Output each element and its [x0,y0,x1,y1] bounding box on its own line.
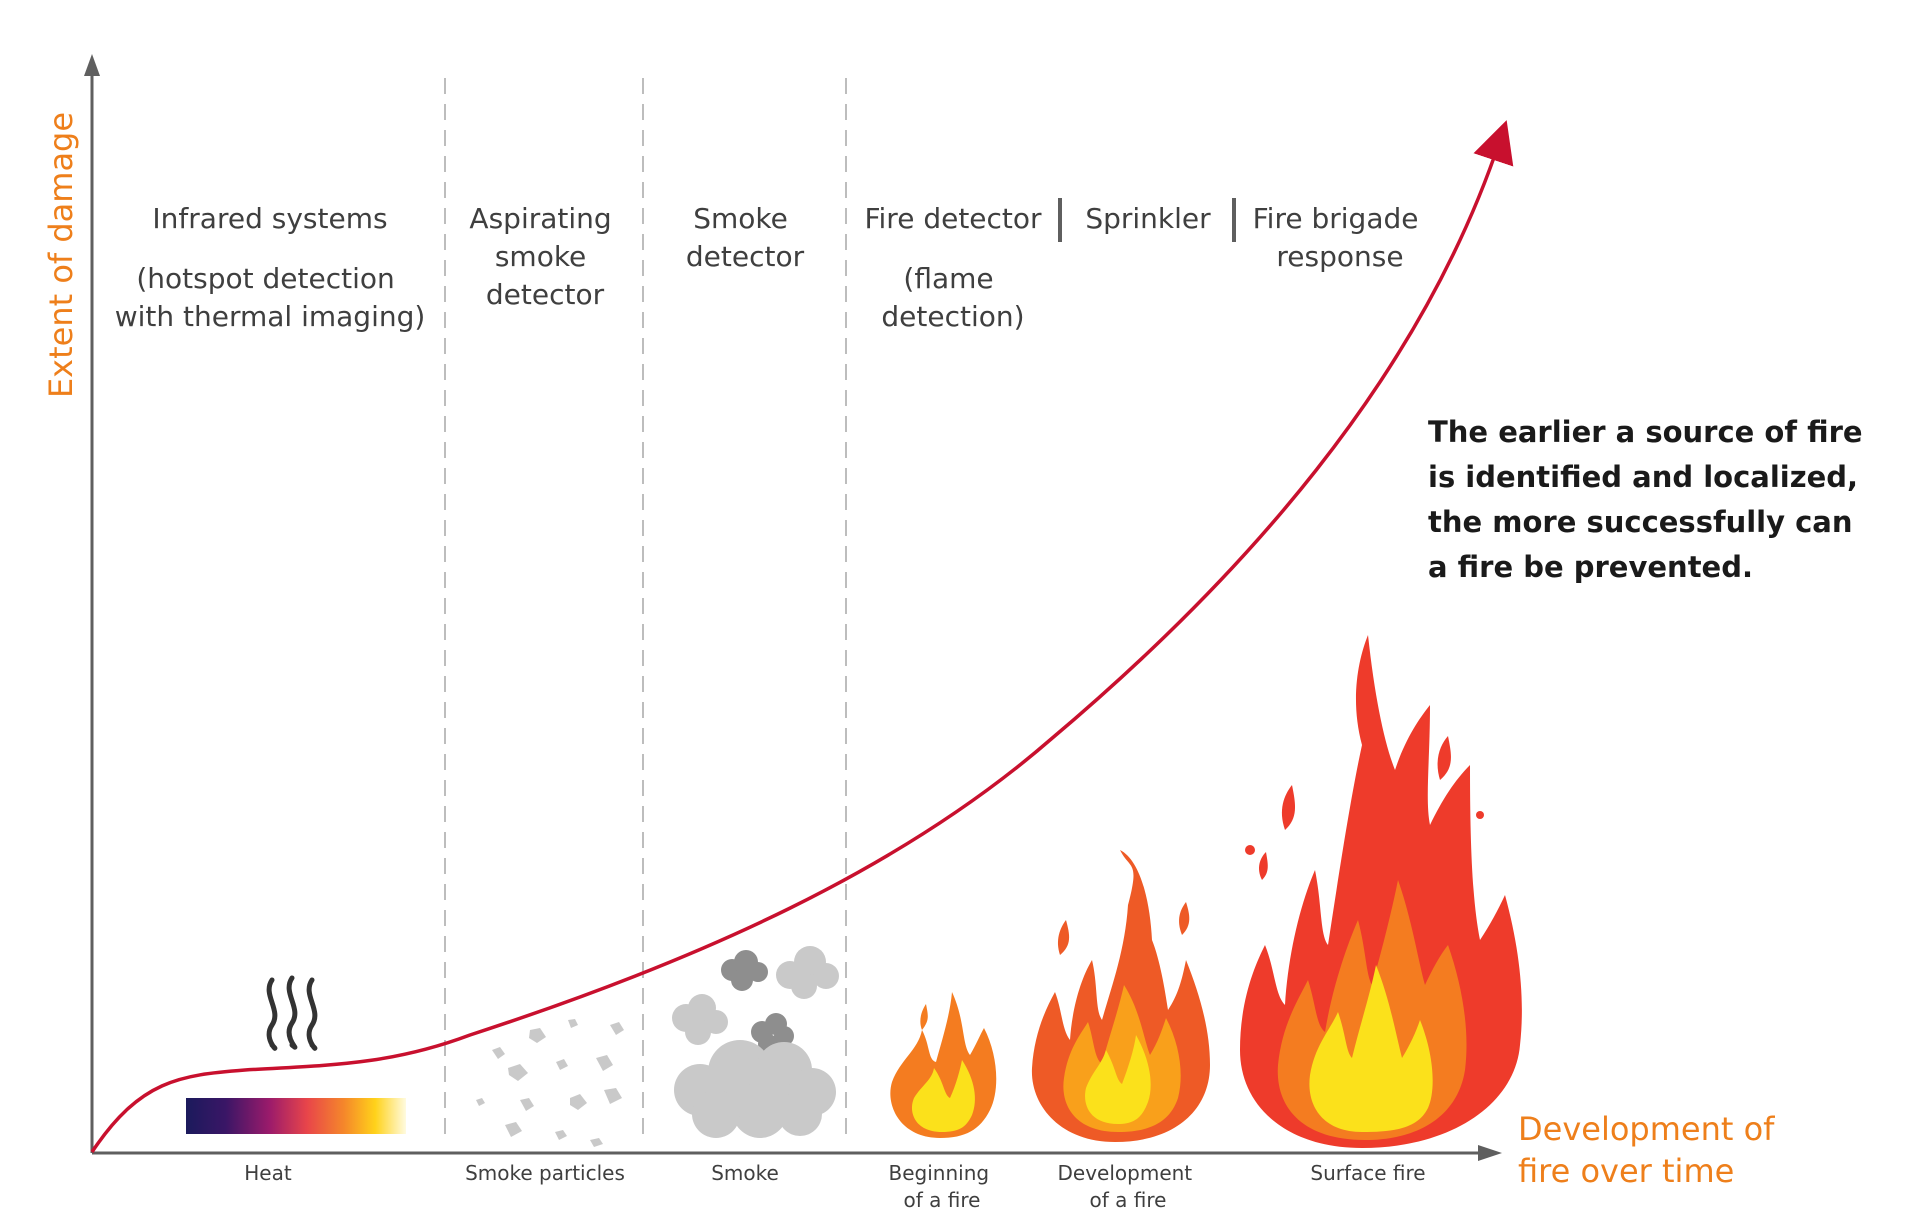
y-axis-arrow [84,54,100,76]
y-axis-title: Extent of damage [42,112,80,398]
stage-label-aspirating: Aspirating smoke detector [469,202,620,311]
bottom-label-smoke: Smoke [711,1161,779,1185]
flame-medium-icon [1031,850,1210,1142]
stage-sub-fire-detector: (flame detection) [881,262,1024,333]
stage-labels: Infrared systems (hotspot detection with… [115,202,1428,333]
flame-small-icon [890,992,997,1138]
x-axis-title-line1: Development of [1518,1110,1775,1148]
damage-curve [90,120,1514,1153]
bottom-label-development-fire: Development of a fire [1058,1161,1199,1212]
thermal-gradient-bar [186,1098,406,1134]
stage-label-fire-detector: Fire detector [864,202,1042,235]
bottom-label-smoke-particles: Smoke particles [465,1161,625,1185]
stage-label-smoke-detector: Smoke detector [686,202,805,273]
stage-label-infrared: Infrared systems [152,202,387,235]
bottom-label-surface-fire: Surface fire [1310,1161,1425,1185]
x-axis-title-line2: fire over time [1518,1152,1734,1190]
flame-large-icon [1240,635,1522,1148]
x-axis-arrow [1478,1145,1502,1161]
stage-label-fire-brigade: Fire brigade response [1253,202,1428,273]
bottom-label-heat: Heat [244,1161,292,1185]
smoke-particles-icon [476,1019,624,1147]
stage-dividers [444,78,1236,1140]
stage-label-sprinkler: Sprinkler [1085,202,1211,235]
bottom-label-beginning-fire: Beginning of a fire [889,1161,996,1212]
prevention-note: The earlier a source of fire is identifi… [1428,415,1873,584]
axes: Extent of damage Development of fire ove… [42,54,1775,1190]
smoke-cloud-icon [672,946,839,1138]
bottom-labels: Heat Smoke particles Smoke Beginning of … [244,1161,1425,1212]
stage-sub-infrared: (hotspot detection with thermal imaging) [115,262,426,333]
heat-waves-icon [266,975,318,1051]
